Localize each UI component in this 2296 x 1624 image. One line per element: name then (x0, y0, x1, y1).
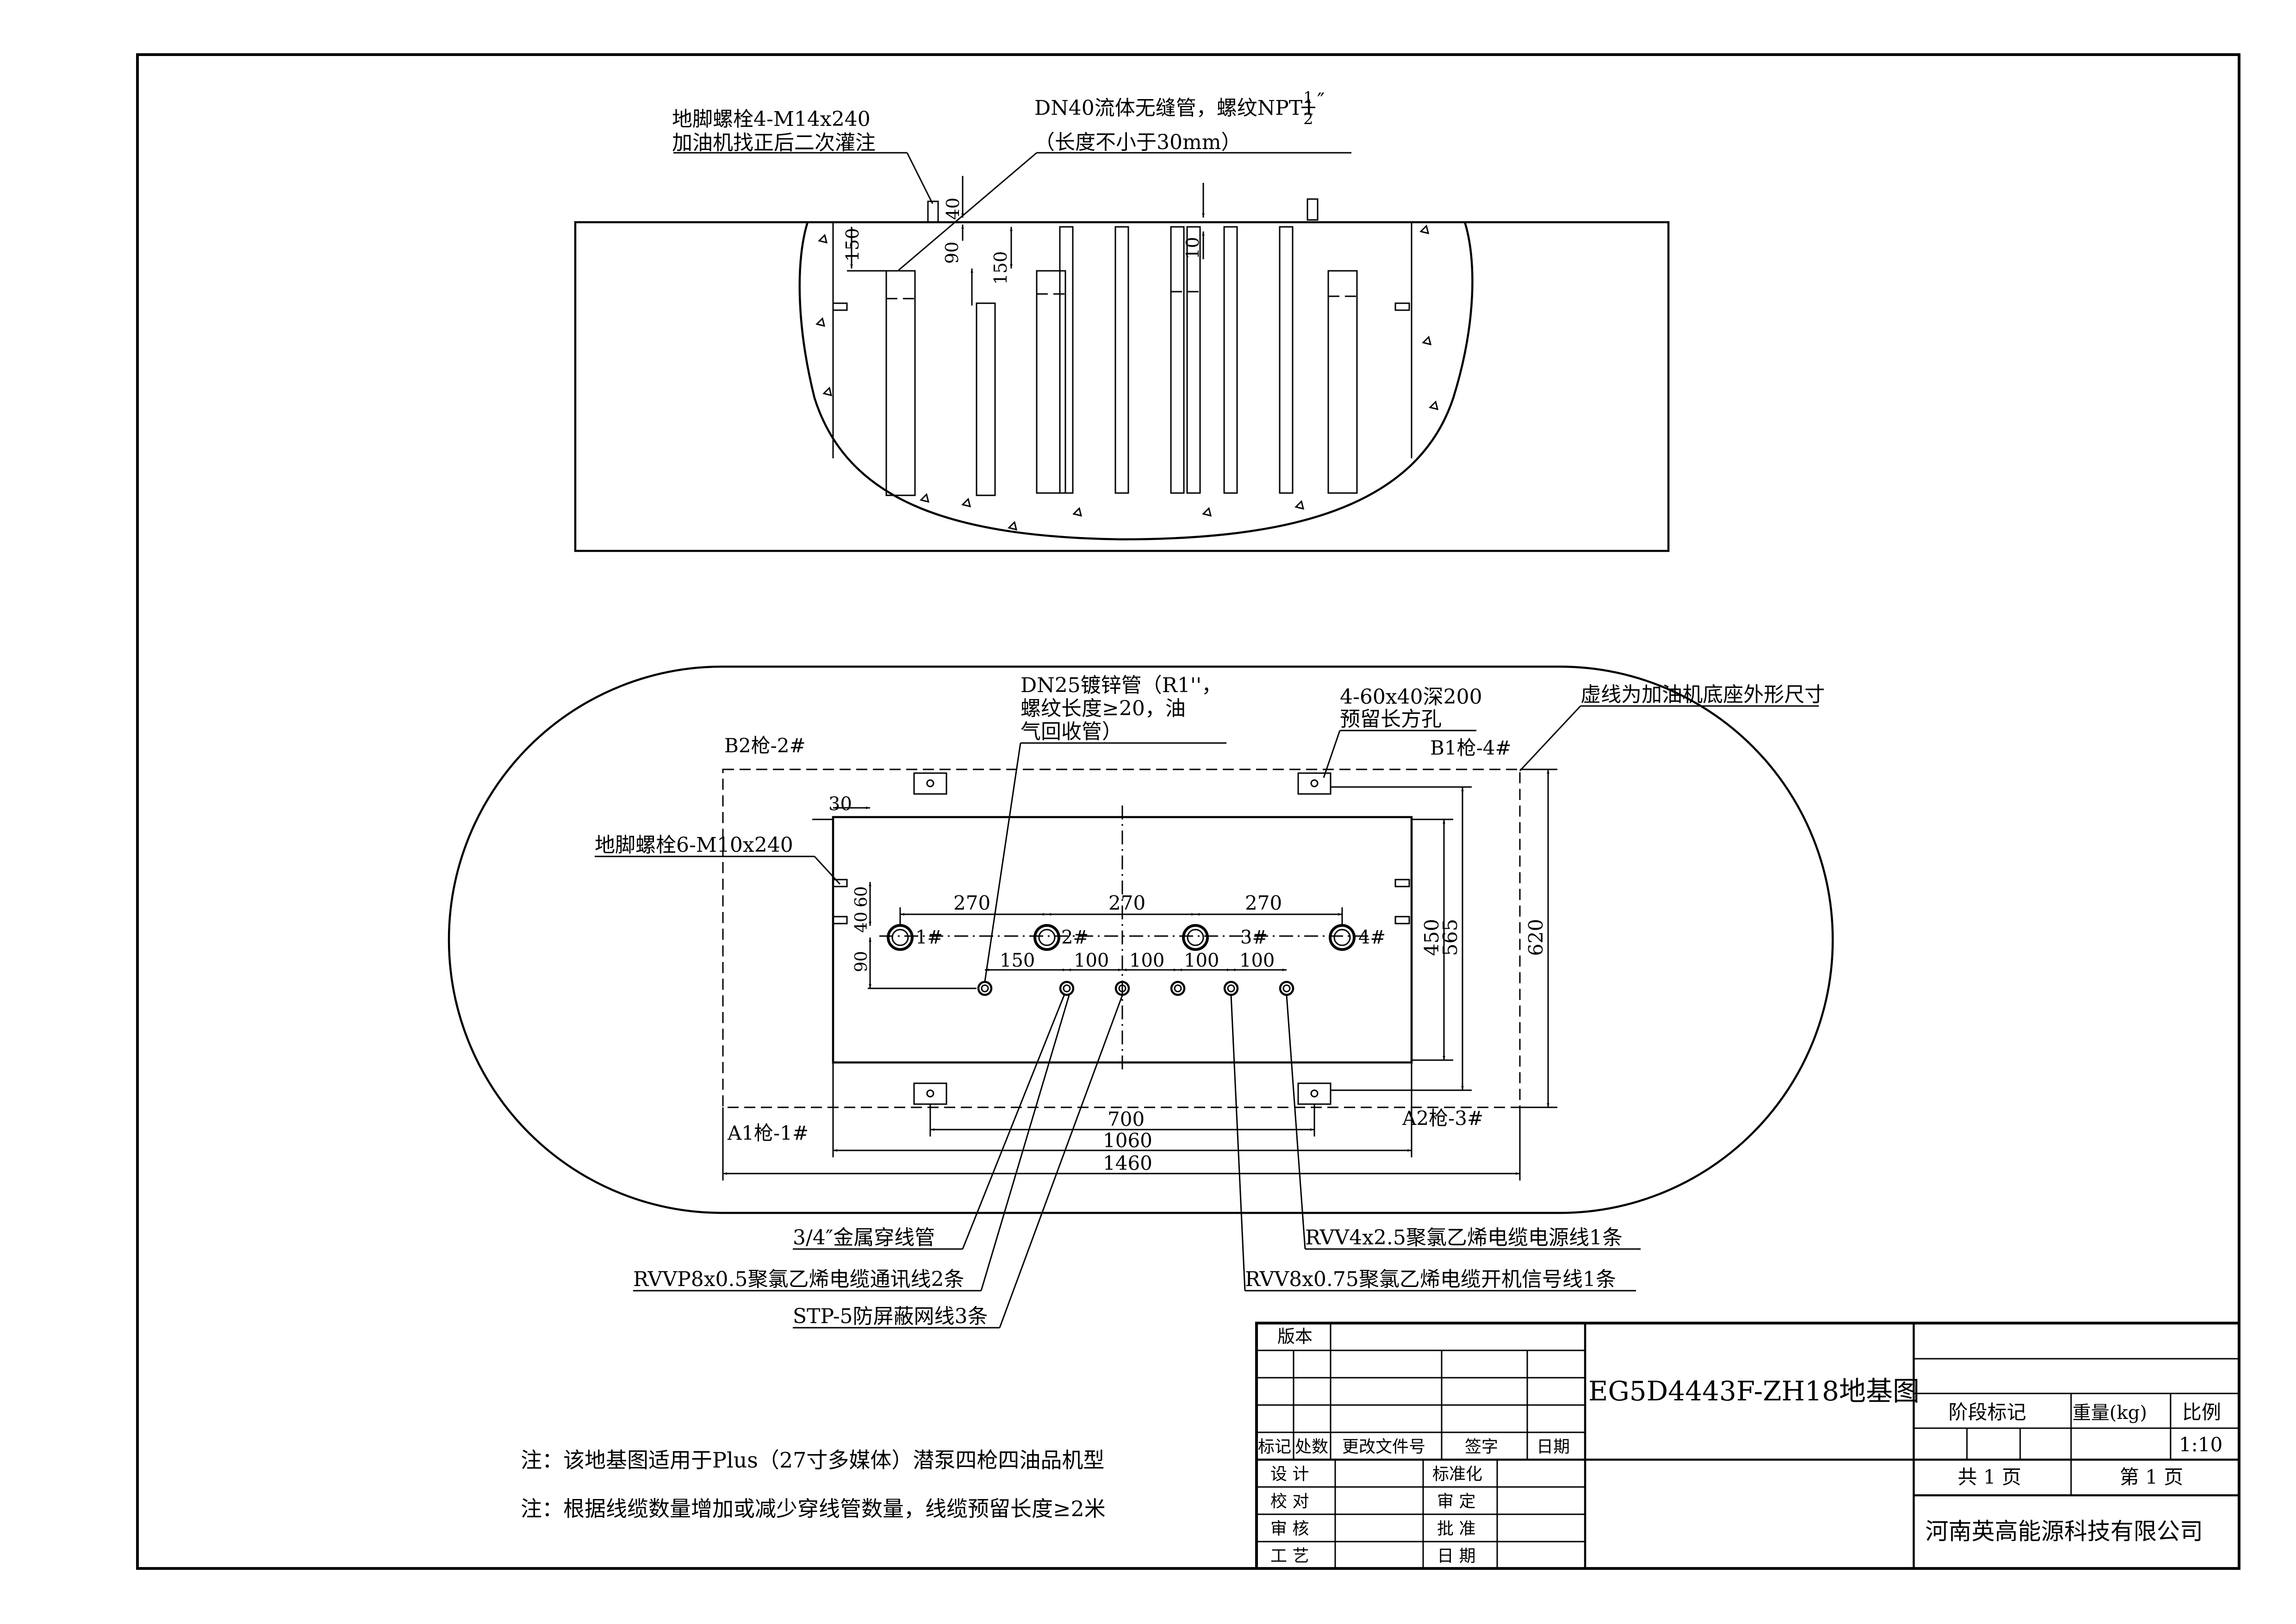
dim-270-a: 270 (953, 892, 990, 914)
pipe-note-1: DN40流体无缝管，螺纹NPT1 (1034, 96, 1315, 120)
dim-565: 565 (1439, 919, 1462, 956)
slot-note-2: 预留长方孔 (1340, 707, 1442, 731)
corner-a1: A1枪-1# (727, 1122, 809, 1144)
callout-rvvp: RVVP8x0.5聚氯乙烯电缆通讯线2条 (633, 1268, 964, 1291)
pipe-note-frac-mark: ″ (1317, 89, 1325, 112)
tb-design: 设 计 (1270, 1465, 1309, 1484)
dim-1060: 1060 (1103, 1129, 1152, 1152)
tb-stage-mark: 阶段标记 (1948, 1401, 2026, 1424)
callout-rvv-power: RVV4x2.5聚氯乙烯电缆电源线1条 (1305, 1226, 1623, 1249)
dim-700: 700 (1108, 1108, 1145, 1131)
dim-450: 450 (1420, 919, 1443, 956)
slot-a2 (1297, 1082, 1332, 1105)
slot-a1 (913, 1082, 947, 1105)
dim-100-d: 100 (1239, 950, 1275, 971)
dim-60: 60 (852, 886, 871, 907)
tb-h-sign: 签字 (1465, 1437, 1498, 1456)
dim-100-b: 100 (1129, 950, 1164, 971)
pipe-note-frac-num: 1 (1303, 88, 1313, 107)
tb-date: 日 期 (1437, 1547, 1475, 1566)
cable-callouts: 3/4″金属穿线管 RVVP8x0.5聚氯乙烯电缆通讯线2条 STP-5防屏蔽网… (633, 994, 1641, 1329)
title-block: 版本 标记 处数 更改文件号 签字 日期 设 计 校 对 审 核 工 艺 标准化… (1255, 1322, 2240, 1570)
hole-3-label: 3# (1240, 927, 1268, 948)
section-dimensions: 150 40 90 150 10 (842, 176, 1205, 306)
plan-outline (448, 665, 1834, 1214)
small-holes (977, 981, 1294, 996)
concrete-hatch (815, 225, 1439, 531)
section-pit-outline (574, 221, 1670, 552)
dim-10: 10 (1182, 237, 1203, 259)
dn25-note-1: DN25镀锌管（R1''， (1020, 674, 1222, 697)
tb-craft: 工 艺 (1270, 1547, 1309, 1566)
tb-h-file: 更改文件号 (1342, 1437, 1425, 1456)
tb-approve: 批 准 (1437, 1519, 1475, 1538)
dim-150: 150 (1000, 950, 1035, 971)
dim-40: 40 (943, 198, 963, 220)
tb-weight: 重量(kg) (2072, 1402, 2147, 1424)
dim-30: 30 (828, 793, 852, 815)
dim-270-c: 270 (1245, 892, 1282, 914)
dim-90: 90 (942, 242, 962, 264)
corner-b1: B1枪-4# (1430, 737, 1512, 759)
tb-company: 河南英高能源科技有限公司 (1925, 1518, 2203, 1545)
tb-scale-label: 比例 (2182, 1401, 2221, 1424)
dim-150-right: 150 (990, 251, 1011, 285)
tb-drawing-name: EG5D4443F-ZH18地基图 (1588, 1375, 1920, 1407)
dim-90: 90 (852, 951, 871, 972)
dim-100-c: 100 (1184, 950, 1219, 971)
hole-3 (1182, 924, 1209, 951)
tb-check: 校 对 (1270, 1492, 1309, 1511)
dim-1460: 1460 (1103, 1152, 1152, 1174)
dim-100-a: 100 (1074, 950, 1109, 971)
dim-150-left: 150 (842, 228, 863, 262)
tb-page-no: 第 1 页 (2120, 1466, 2183, 1488)
tb-standard: 标准化 (1432, 1465, 1482, 1484)
pipe-note-frac-den: 2 (1303, 110, 1313, 128)
section-view: 150 40 90 150 10 地脚螺栓4-M14x240 加油机找正后二次灌… (574, 88, 1670, 552)
dim-40: 40 (852, 912, 871, 933)
big-holes (887, 924, 1356, 951)
corner-a2: A2枪-3# (1402, 1107, 1483, 1130)
tb-h-count: 处数 (1295, 1437, 1328, 1456)
plan-dimensions: 270 270 270 150 100 100 100 100 30 60 40… (722, 768, 1557, 1181)
hole-2-label: 2# (1061, 927, 1089, 948)
slot-b2 (913, 772, 947, 795)
slot-b1 (1297, 772, 1332, 795)
note-1: 注：该地基图适用于Plus（27寸多媒体）潜泵四枪四油品机型 (521, 1448, 1104, 1473)
callout-stp: STP-5防屏蔽网线3条 (793, 1305, 988, 1328)
dashed-note: 虚线为加油机底座外形尺寸 (1580, 683, 1825, 706)
hole-4-label: 4# (1358, 927, 1386, 948)
bolt-note-1: 地脚螺栓4-M14x240 (672, 107, 871, 131)
tb-total-pages: 共 1 页 (1958, 1466, 2021, 1488)
bolt-note-2: 加油机找正后二次灌注 (672, 131, 876, 155)
corner-b2: B2枪-2# (724, 734, 806, 757)
tb-version: 版本 (1277, 1326, 1313, 1347)
section-pipes (832, 198, 1410, 496)
drawing-frame (136, 53, 2240, 1570)
tb-review: 审 核 (1270, 1519, 1309, 1538)
dim-620: 620 (1524, 919, 1547, 956)
hole-2 (1033, 924, 1060, 951)
tb-audit: 审 定 (1437, 1492, 1475, 1511)
callout-conduit: 3/4″金属穿线管 (793, 1226, 935, 1249)
hole-1-label: 1# (915, 927, 943, 948)
dim-270-b: 270 (1108, 892, 1145, 914)
pipe-note-2: （长度不小于30mm） (1034, 131, 1241, 154)
concrete-curve (798, 222, 1474, 541)
tb-h-mark: 标记 (1258, 1437, 1291, 1456)
note-2: 注：根据线缆数量增加或减少穿线管数量，线缆预留长度≥2米 (521, 1496, 1106, 1521)
dn25-note-2: 螺纹长度≥20，油 (1020, 697, 1186, 720)
callout-rvv-signal: RVV8x0.75聚氯乙烯电缆开机信号线1条 (1245, 1268, 1616, 1291)
slot-note-1: 4-60x40深200 (1340, 685, 1482, 709)
plan-view: 1# 2# 3# 4# 270 270 270 150 (448, 665, 1834, 1214)
plan-bolt-note: 地脚螺栓6-M10x240 (595, 833, 793, 857)
dn25-note-3: 气回收管） (1020, 720, 1122, 743)
dispenser-base-dashed (722, 768, 1521, 1108)
tb-h-date: 日期 (1537, 1437, 1570, 1456)
tb-scale-value: 1:10 (2179, 1433, 2222, 1456)
